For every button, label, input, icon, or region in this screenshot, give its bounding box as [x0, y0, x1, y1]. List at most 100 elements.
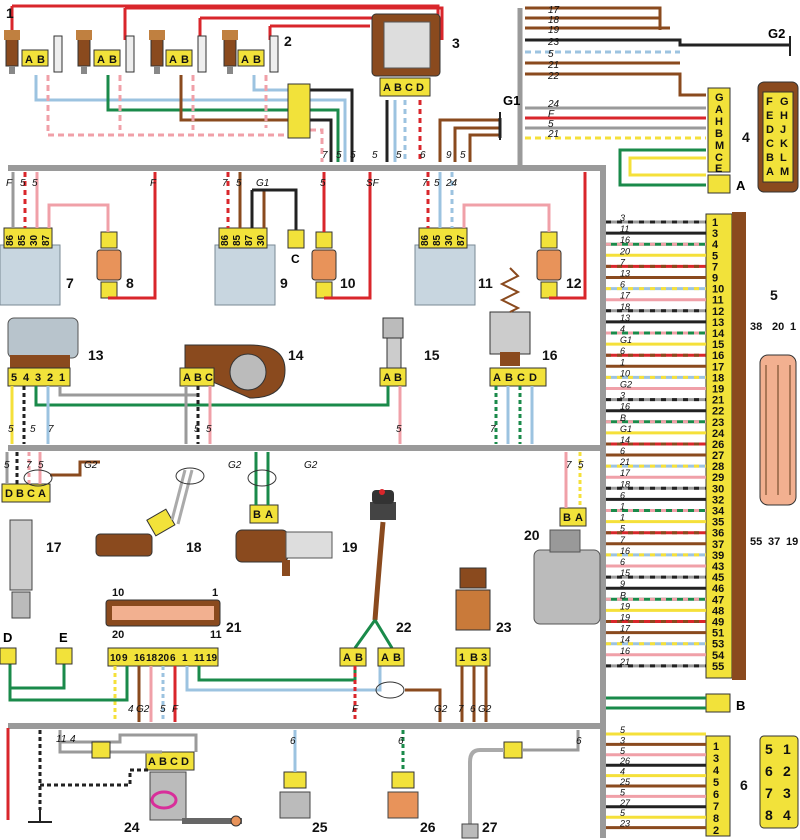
- component-number: 27: [482, 819, 498, 835]
- component-number: 8: [126, 275, 134, 291]
- connector-chevron-icon: [55, 647, 73, 665]
- bus-wire-label: 5: [548, 119, 554, 130]
- connector-chevron-icon: [287, 229, 305, 249]
- bus-wire-label: 5: [548, 49, 554, 60]
- ecu-wire-label: 21: [619, 657, 630, 667]
- svg-text:A: A: [169, 54, 177, 66]
- wire-label: 5: [8, 424, 14, 435]
- shield-icon: [375, 681, 405, 699]
- pin-label: D: [529, 372, 537, 384]
- svg-text:A: A: [97, 54, 105, 66]
- ecu-wire-label: 14: [620, 635, 630, 645]
- pin-label: 86: [420, 234, 431, 246]
- ecu-wire-label: 3: [620, 213, 625, 223]
- coolant-switch: [279, 730, 311, 819]
- connector-chevron-icon: [707, 174, 731, 194]
- ecu-pin-label: 15: [712, 339, 724, 351]
- fuel-pump: [145, 751, 242, 827]
- wire-label: 5: [396, 150, 402, 161]
- ecu-wire-label: G1: [620, 424, 632, 434]
- pin-label: 8: [713, 813, 719, 825]
- ecu-pin-label: 32: [712, 494, 724, 506]
- component-number: 18: [186, 539, 202, 555]
- ecu-pin-label: 49: [712, 617, 724, 629]
- wire-label: 5: [4, 460, 10, 471]
- ecu-pin-label: 18: [712, 372, 724, 384]
- pin-label: G: [715, 92, 724, 104]
- pin-label: B: [505, 372, 513, 384]
- pin-label: 3: [35, 372, 41, 384]
- pin-label: 4: [23, 372, 30, 384]
- pin-label: 30: [444, 234, 455, 246]
- pin-label: C: [766, 138, 774, 150]
- ecu-wire-label: 13: [620, 313, 630, 323]
- ecu-wire-label: 16: [620, 235, 630, 245]
- coil-pin: D: [416, 82, 424, 94]
- bus-wire-label: 21: [547, 129, 559, 140]
- idle-valve: [489, 267, 547, 387]
- ecu-pin-label: 30: [712, 483, 724, 495]
- top-wiring: [10, 4, 502, 162]
- coil-pin: B: [394, 82, 402, 94]
- pin-label: A: [715, 104, 723, 116]
- pin-label: 20: [112, 629, 124, 641]
- knock-sensor: [95, 469, 194, 557]
- ignition-coil-icon: [371, 13, 441, 97]
- pin-label: 87: [41, 234, 52, 246]
- pin-label: A: [265, 509, 273, 521]
- connector-chevron-icon: [91, 741, 111, 759]
- connector-letter: B: [736, 698, 745, 713]
- conn6-wire-label: 5: [620, 787, 626, 797]
- ground-label: G2: [768, 26, 785, 41]
- pin-label: 87: [456, 234, 467, 246]
- ecu-pin-label: 43: [712, 561, 724, 573]
- connector-6: [705, 735, 799, 837]
- wire-label: G2: [84, 460, 98, 471]
- pin-label: 5: [765, 741, 773, 757]
- ecu-wire-label: G2: [620, 380, 632, 390]
- pin-label: 37: [768, 536, 780, 548]
- pin-label: A: [148, 756, 156, 768]
- pin-label: A: [343, 652, 351, 664]
- component-number: 21: [226, 619, 242, 635]
- pin-label: 4: [783, 807, 791, 823]
- pin-label: A: [493, 372, 501, 384]
- wire-label: 7: [490, 424, 496, 435]
- top-right-bus: [525, 6, 790, 187]
- injector-icon: [149, 30, 165, 74]
- wire-label: SF: [366, 178, 380, 189]
- ecu-pin-label: 9: [712, 273, 718, 285]
- ecu-pin-label: 1: [712, 217, 718, 229]
- connector-letter: D: [3, 630, 12, 645]
- ecu-pin-label: 21: [712, 395, 724, 407]
- wire-label: 5: [206, 424, 212, 435]
- pin-label: J: [780, 124, 786, 136]
- diag-pin-label: 6: [170, 653, 176, 664]
- pin-label: 1: [790, 321, 796, 333]
- pin-label: E: [715, 163, 722, 175]
- connector-letter: C: [291, 252, 300, 266]
- coil-pin: C: [405, 82, 413, 94]
- component-number: 14: [288, 347, 304, 363]
- speed-sensor: [339, 489, 405, 667]
- ecu-pin-label: 35: [712, 517, 724, 529]
- bus-wire-label: 24: [547, 99, 560, 110]
- ecu-pin-label: 12: [712, 306, 724, 318]
- ecu-wire-label: 18: [620, 479, 630, 489]
- wire-label: 5: [236, 178, 242, 189]
- component-number: 10: [340, 275, 356, 291]
- pin-label: B: [355, 652, 363, 664]
- conn6-wire-label: 3: [620, 735, 625, 745]
- pin-label: 1: [713, 741, 719, 753]
- diag-pin-label: 19: [206, 653, 218, 664]
- ecu-wire-label: 19: [620, 601, 630, 611]
- ecu-wire-label: B: [620, 590, 626, 600]
- wire-label: 6: [398, 736, 404, 747]
- pin-label: B: [563, 512, 571, 524]
- ecu-wire-label: 16: [620, 546, 630, 556]
- wire-label: G2: [478, 704, 492, 715]
- svg-text:A: A: [25, 54, 33, 66]
